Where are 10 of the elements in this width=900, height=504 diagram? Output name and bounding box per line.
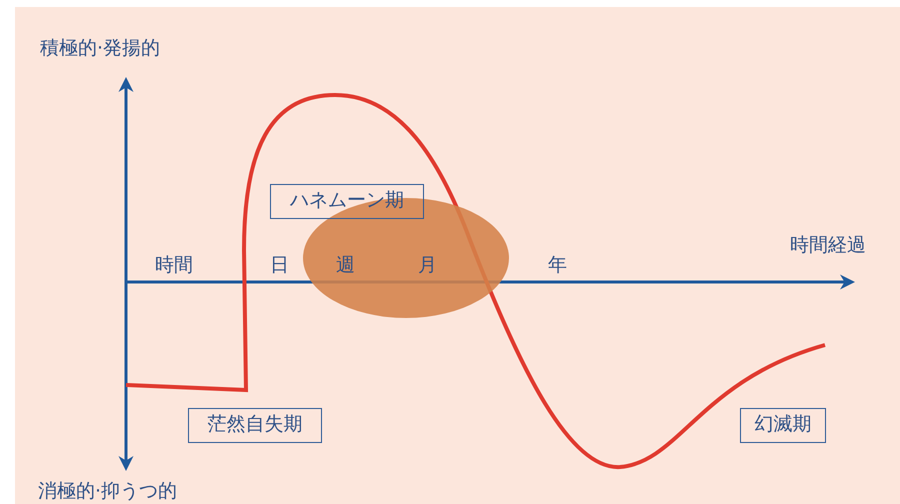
phase-box: 幻滅期 xyxy=(740,408,826,443)
tick-label: 時間 xyxy=(155,253,193,277)
axis-label: 消極的·抑うつ的 xyxy=(38,479,178,503)
tick-label: 年 xyxy=(548,253,567,277)
phase-box: 茫然自失期 xyxy=(188,408,322,443)
axis-label: 積極的·発揚的 xyxy=(40,36,160,60)
tick-label: 週 xyxy=(336,253,355,277)
tick-label: 日 xyxy=(270,253,289,277)
axis-label: 時間経過 xyxy=(790,233,866,257)
tick-label: 月 xyxy=(418,253,437,277)
